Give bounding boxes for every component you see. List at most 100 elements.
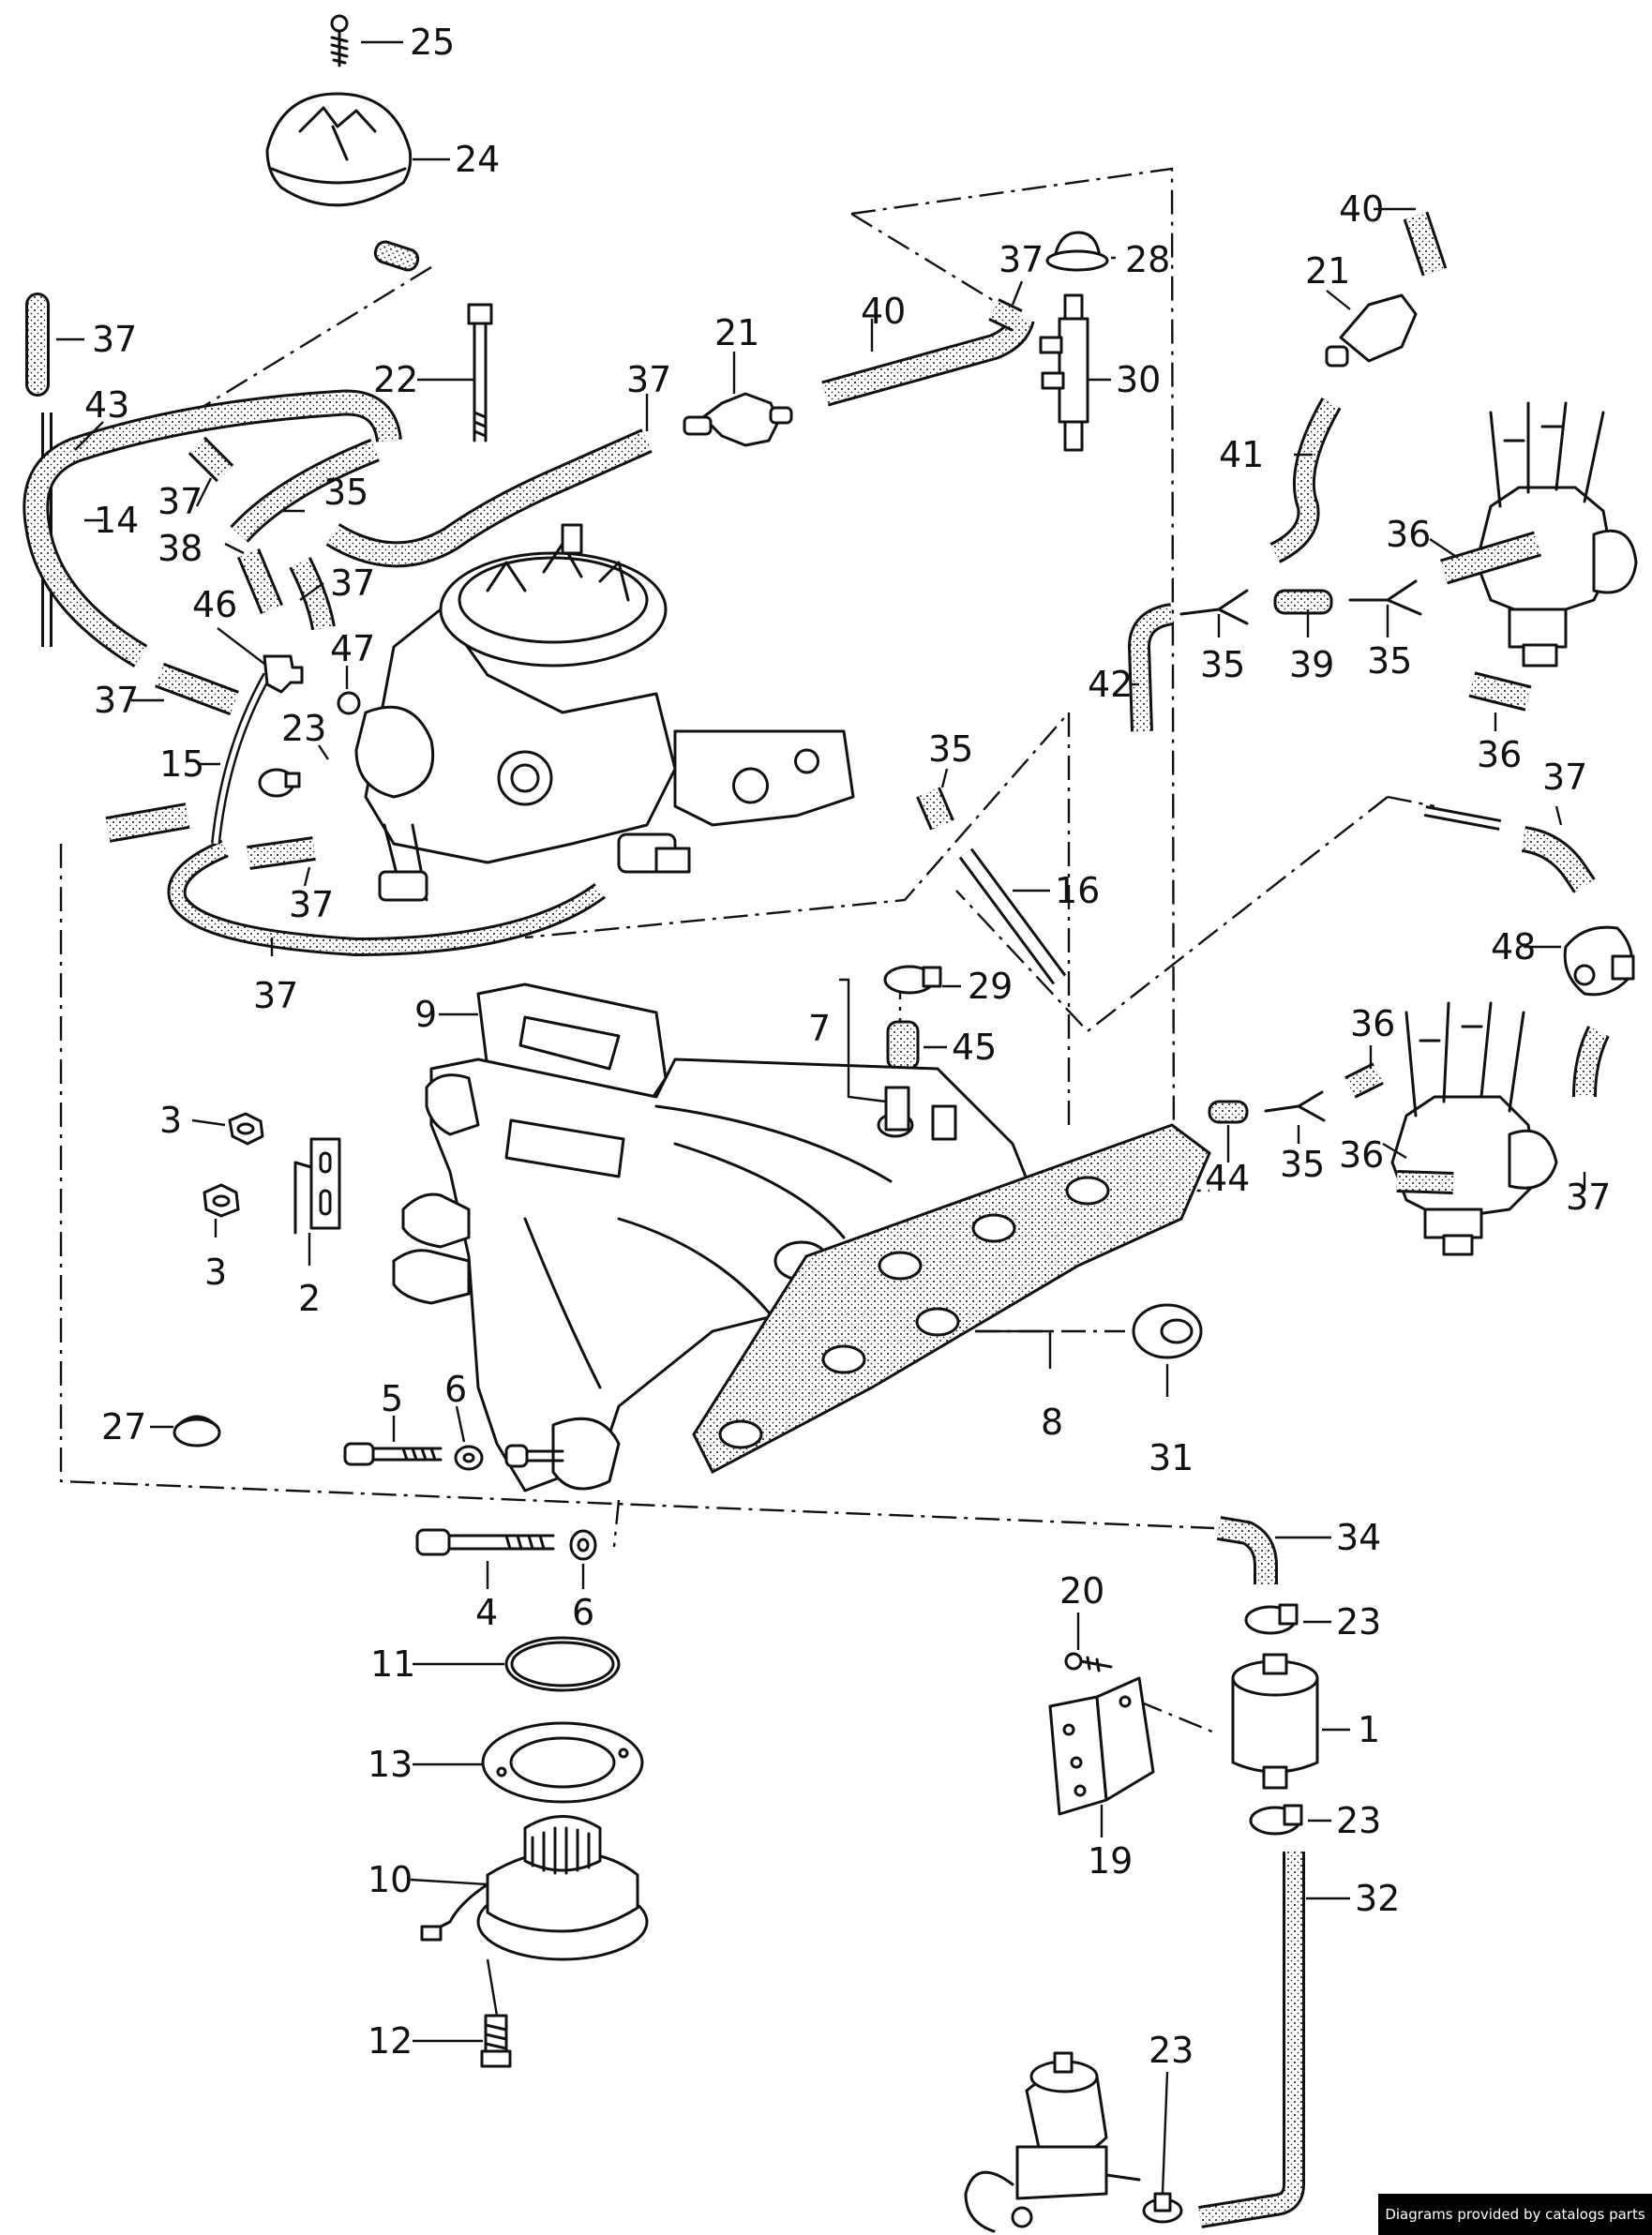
callout-37: 37	[289, 884, 334, 925]
connector-39-icon	[1273, 589, 1333, 615]
callout-35: 35	[323, 472, 368, 513]
callout-10: 10	[368, 1859, 413, 1900]
callout-23: 23	[1336, 1601, 1381, 1642]
washer-6b-icon	[569, 1529, 597, 1561]
hose-36b-icon	[1468, 671, 1532, 712]
callout-2: 2	[298, 1278, 321, 1319]
intake-manifold-icon	[392, 1058, 1033, 1492]
clamp-23b-icon	[1244, 1603, 1299, 1635]
cap-28-icon	[1045, 231, 1109, 272]
y-connector-35c-icon	[1348, 579, 1422, 616]
callout-1: 1	[1358, 1709, 1380, 1750]
callout-37: 37	[999, 239, 1044, 280]
callout-labels: 25 24 37 43 22 37 21 40 37 28 30 40 21 1…	[84, 22, 1611, 2071]
callout-37: 37	[94, 680, 139, 721]
callout-45: 45	[952, 1027, 997, 1068]
callout-12: 12	[368, 2020, 413, 2062]
callout-36: 36	[1339, 1134, 1384, 1176]
callout-16: 16	[1055, 870, 1100, 911]
callout-29: 29	[968, 966, 1013, 1007]
callout-37: 37	[92, 319, 137, 360]
hose-41-icon	[1269, 398, 1342, 563]
screw-12-icon	[480, 2014, 512, 2068]
callout-35: 35	[928, 728, 973, 770]
y-connector-35e-icon	[1264, 1090, 1326, 1122]
fuel-pump-icon	[964, 2051, 1141, 2233]
hose-37c-icon	[988, 298, 1023, 332]
bolt-5-icon	[343, 1442, 443, 1466]
callout-11: 11	[370, 1643, 415, 1685]
callout-31: 31	[1149, 1437, 1194, 1478]
clamp-23c-icon	[1249, 1804, 1303, 1836]
screw-25-icon	[330, 14, 349, 68]
stud-manifold-icon	[504, 1444, 564, 1468]
callout-34: 34	[1336, 1517, 1381, 1558]
callout-32: 32	[1355, 1878, 1400, 1919]
washer-6a-icon	[454, 1445, 484, 1471]
callout-35: 35	[1280, 1144, 1325, 1185]
hose-36d-icon	[1396, 1170, 1454, 1194]
callout-37: 37	[1566, 1177, 1611, 1218]
callout-9: 9	[414, 994, 437, 1035]
callout-46: 46	[192, 584, 237, 625]
callout-3: 3	[159, 1100, 182, 1141]
callout-36: 36	[1477, 734, 1522, 775]
callout-8: 8	[1041, 1402, 1063, 1443]
callout-37: 37	[253, 975, 298, 1016]
callout-48: 48	[1491, 926, 1536, 968]
callout-27: 27	[101, 1406, 146, 1448]
callout-28: 28	[1125, 239, 1170, 280]
hose-36c-icon	[1344, 1062, 1384, 1099]
callout-23: 23	[1149, 2030, 1194, 2071]
nut-3a-icon	[228, 1112, 264, 1146]
callout-4: 4	[475, 1592, 498, 1633]
callout-40: 40	[861, 291, 906, 332]
bracket-2-icon	[293, 1137, 341, 1235]
callout-42: 42	[1088, 664, 1133, 705]
callout-15: 15	[159, 743, 204, 785]
callout-5: 5	[381, 1378, 403, 1419]
tee-30-icon	[1039, 293, 1089, 452]
hose-32-icon	[1198, 1852, 1305, 2228]
nut-3b-icon	[203, 1183, 240, 1218]
sensor-48-icon	[1563, 925, 1635, 997]
tube-35d-icon	[916, 787, 954, 831]
tee-46-icon	[263, 654, 361, 715]
callout-37: 37	[158, 481, 203, 522]
heater-element-10-icon	[420, 1815, 649, 1961]
clamp-23-upper-icon	[258, 768, 301, 798]
o-ring-11-icon	[504, 1636, 621, 1692]
callout-14: 14	[94, 500, 139, 541]
y-connector-35b-icon	[1179, 589, 1249, 625]
hose-40a-icon	[821, 314, 1035, 407]
bracket-19-icon	[1048, 1676, 1155, 1816]
callout-43: 43	[84, 384, 129, 426]
clamp-29-icon	[883, 965, 942, 995]
hose-34-icon	[1216, 1516, 1278, 1584]
screw-20-icon	[1064, 1652, 1113, 1672]
cap-27-icon	[173, 1415, 221, 1448]
callout-35: 35	[1367, 640, 1412, 682]
hose-36a-icon	[1439, 531, 1542, 585]
callout-25: 25	[410, 22, 455, 63]
callout-30: 30	[1116, 359, 1161, 400]
callout-24: 24	[455, 139, 500, 180]
manifold-gasket-8-icon	[692, 1123, 1211, 1475]
callout-37: 37	[330, 562, 375, 604]
callout-7: 7	[808, 1008, 831, 1049]
tube-16-icon	[958, 848, 1067, 985]
callout-21: 21	[1305, 250, 1350, 292]
hose-37j-icon	[1572, 1026, 1610, 1098]
callout-6: 6	[444, 1369, 467, 1410]
distributor-lower-icon	[1390, 1001, 1558, 1256]
check-valve-21a-icon	[683, 392, 793, 447]
callout-37: 37	[626, 359, 671, 400]
callout-21: 21	[714, 312, 759, 353]
callout-41: 41	[1219, 434, 1264, 475]
callout-6: 6	[572, 1592, 594, 1633]
bolt-4-icon	[415, 1528, 555, 1556]
gasket-13-icon	[481, 1721, 644, 1804]
fuel-filter-1-icon	[1231, 1653, 1319, 1790]
callout-47: 47	[330, 628, 375, 669]
